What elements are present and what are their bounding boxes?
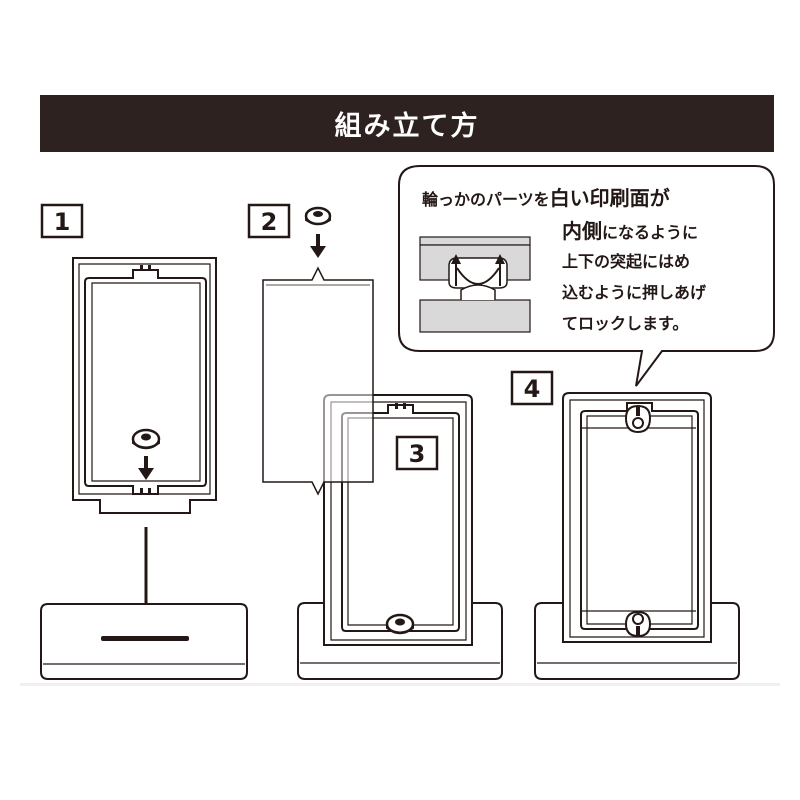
- callout-line-3: 上下の突起にはめ: [562, 252, 691, 271]
- ring-locked-bottom: [624, 610, 652, 638]
- step-2-box: 2: [247, 203, 291, 239]
- step-4-box: 4: [510, 370, 554, 406]
- lock-cross-section-illustration: [419, 236, 531, 333]
- step-1-frame: [72, 257, 217, 514]
- callout-line-1a: 輪っかのパーツを: [422, 190, 550, 209]
- step-1-label: 1: [54, 208, 71, 236]
- ring-locked-top: [624, 404, 652, 434]
- step-1-base: [40, 603, 248, 680]
- clear-sheet: [262, 266, 374, 496]
- down-arrow-icon-2: [310, 234, 326, 258]
- step-2-label: 2: [261, 208, 278, 236]
- callout-line-2: 内側になるように: [562, 219, 698, 245]
- callout-line-4: 込むように押しあげ: [562, 283, 707, 302]
- down-arrow-icon: [138, 456, 154, 480]
- callout-line-1: 輪っかのパーツを白い印刷面が: [422, 186, 670, 212]
- step-3-label: 3: [409, 440, 426, 468]
- step-4-frame: [562, 392, 712, 643]
- callout-line-2b: になるように: [602, 223, 699, 242]
- callout-line-2a: 内側: [562, 219, 602, 243]
- ring-on-frame: [385, 613, 415, 635]
- title-bar: 組み立て方: [40, 95, 774, 152]
- step-3-box: 3: [395, 435, 439, 471]
- callout-line-1b: 白い印刷面: [549, 186, 650, 210]
- callout-line-5: てロックします。: [562, 314, 689, 333]
- ring-part-icon: [131, 428, 161, 450]
- step-4-label: 4: [524, 375, 541, 403]
- callout-line-1c: が: [649, 186, 670, 210]
- page-title: 組み立て方: [334, 111, 480, 142]
- ring-part-icon-2: [304, 206, 332, 226]
- step-1-box: 1: [40, 203, 84, 239]
